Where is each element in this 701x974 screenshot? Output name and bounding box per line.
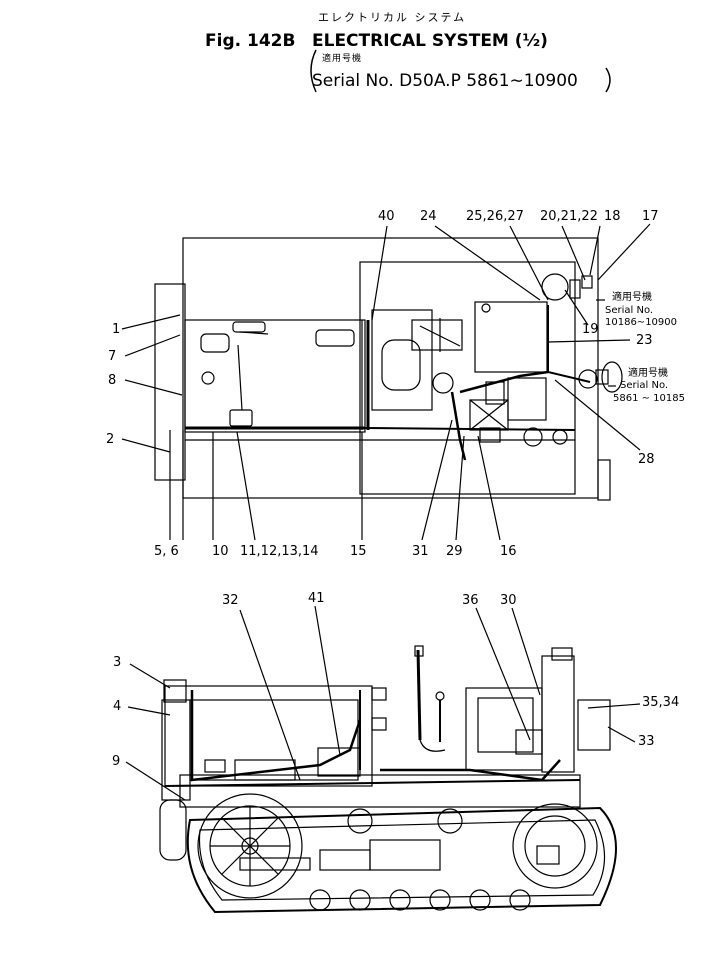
callout-33: 33	[638, 734, 655, 749]
callout-18: 18	[604, 209, 621, 224]
callout-28: 28	[638, 452, 655, 467]
callout-41: 41	[308, 591, 325, 606]
serial-note-a-line1: Serial No.	[605, 305, 654, 316]
callout-17: 17	[642, 209, 659, 224]
callout-19: 19	[582, 322, 599, 337]
serial-note-a-line2: 10186∼10900	[605, 317, 678, 328]
callout-30: 30	[500, 593, 517, 608]
callout-4: 4	[113, 699, 122, 714]
serial-note-b-line2: 5861 ∼ 10185	[613, 393, 685, 404]
serial-note-b-line1: Serial No.	[620, 380, 669, 391]
callout-25-27: 25,26,27	[466, 209, 524, 224]
callout-5-6: 5, 6	[154, 544, 179, 559]
callout-35-34: 35,34	[642, 695, 680, 710]
callout-36: 36	[462, 593, 479, 608]
callout-16: 16	[500, 544, 517, 559]
title-japanese: エレクトリカル システム	[318, 11, 467, 24]
callout-1: 1	[112, 322, 121, 337]
callout-3: 3	[113, 655, 122, 670]
callout-11-14: 11,12,13,14	[240, 544, 319, 559]
callout-2: 2	[106, 432, 115, 447]
callout-15: 15	[350, 544, 367, 559]
callout-9: 9	[112, 754, 121, 769]
callout-24: 24	[420, 209, 437, 224]
serial-note-a-jp: 適用号機	[612, 292, 652, 303]
callout-32: 32	[222, 593, 239, 608]
callout-20-22: 20,21,22	[540, 209, 598, 224]
callout-31: 31	[412, 544, 429, 559]
callout-8: 8	[108, 373, 117, 388]
callout-29: 29	[446, 544, 463, 559]
serial-japanese: 適用号機	[322, 54, 363, 64]
serial-range: Serial No. D50A.P 5861∼10900	[312, 71, 578, 91]
serial-note-b-jp: 適用号機	[628, 368, 668, 379]
figure-label: Fig. 142B	[205, 31, 296, 51]
side-view-drawing	[125, 605, 641, 914]
callout-23: 23	[636, 333, 653, 348]
callout-40: 40	[378, 209, 395, 224]
callout-7: 7	[108, 349, 117, 364]
figure-title: ELECTRICAL SYSTEM (½)	[312, 31, 548, 51]
callout-10: 10	[212, 544, 229, 559]
top-view-drawing	[121, 223, 651, 541]
